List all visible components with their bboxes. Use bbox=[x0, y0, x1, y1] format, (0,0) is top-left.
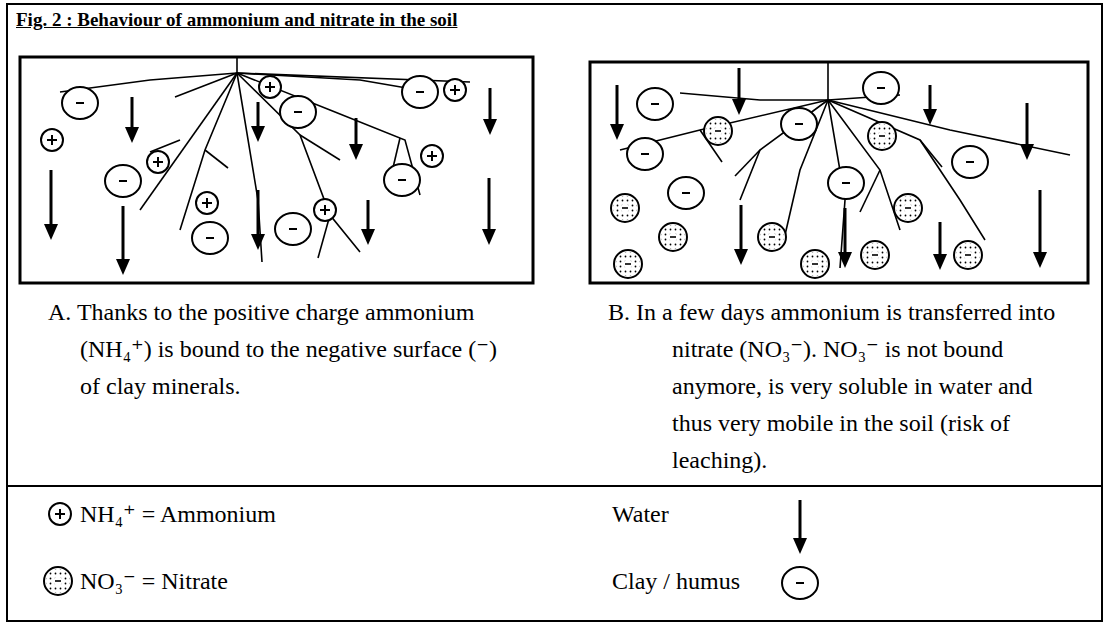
water-arrow bbox=[939, 222, 942, 258]
water-arrow bbox=[367, 200, 370, 233]
nitrate-ion bbox=[659, 223, 687, 251]
legend-sample bbox=[782, 567, 818, 599]
clay-particle bbox=[402, 76, 438, 108]
outer-frame bbox=[7, 4, 1102, 621]
nitrate-ion bbox=[614, 250, 642, 278]
soil-panel bbox=[590, 62, 1088, 283]
ammonium-ion bbox=[421, 145, 443, 167]
legend-divider bbox=[7, 485, 1102, 487]
clay-particle bbox=[627, 138, 663, 170]
root-line bbox=[237, 73, 360, 252]
nitrate-ion bbox=[704, 117, 732, 145]
clay-particle bbox=[668, 177, 704, 209]
legend-samples bbox=[44, 500, 818, 599]
legend-label: NO₃⁻ = Nitrate bbox=[80, 566, 228, 596]
nitrate-ion bbox=[954, 241, 982, 269]
nitrate-ion bbox=[611, 194, 639, 222]
water-arrows bbox=[617, 68, 1040, 258]
legend-sample bbox=[44, 567, 72, 595]
clay-particle bbox=[384, 164, 420, 196]
water-arrow bbox=[929, 85, 932, 113]
clay-particle bbox=[781, 108, 817, 140]
ammonium-ion bbox=[444, 79, 466, 101]
ammonium-ion bbox=[259, 76, 281, 98]
root-lines bbox=[60, 58, 470, 262]
water-arrow bbox=[1026, 103, 1029, 148]
root-line bbox=[828, 100, 1070, 155]
root-line bbox=[735, 150, 760, 176]
root-lines bbox=[620, 63, 1070, 268]
root-line bbox=[920, 140, 942, 167]
water-arrow bbox=[740, 205, 743, 253]
water-arrow bbox=[489, 88, 492, 123]
legend-label: Water bbox=[612, 499, 669, 529]
ammonium-ion bbox=[41, 129, 63, 151]
root-line bbox=[237, 73, 420, 195]
root-line bbox=[680, 93, 828, 100]
water-arrow bbox=[50, 170, 53, 228]
clay-particle bbox=[637, 88, 673, 120]
root-line bbox=[180, 73, 237, 230]
water-arrow bbox=[122, 206, 125, 263]
clay-particle bbox=[62, 87, 98, 119]
panel-caption: B. In a few days ammonium is transferred… bbox=[608, 294, 1070, 479]
water-arrow bbox=[1039, 190, 1042, 256]
nitrate-ion bbox=[894, 194, 922, 222]
root-line bbox=[205, 150, 228, 168]
ammonium-ion bbox=[147, 151, 169, 173]
panel-caption: A. Thanks to the positive charge ammoniu… bbox=[48, 294, 518, 405]
water-arrow bbox=[257, 102, 260, 130]
legend-label: Clay / humus bbox=[612, 566, 740, 596]
ammonium-ions bbox=[41, 76, 466, 221]
legend-sample bbox=[49, 503, 71, 525]
water-arrow bbox=[738, 68, 741, 103]
nitrate-ion bbox=[861, 241, 889, 269]
root-line bbox=[237, 73, 262, 262]
legend-sample bbox=[799, 500, 802, 542]
nitrate-ion bbox=[868, 122, 896, 150]
ammonium-ion bbox=[314, 199, 336, 221]
water-arrow bbox=[131, 97, 134, 131]
clay-particle bbox=[105, 165, 141, 197]
nitrate-ion bbox=[758, 223, 786, 251]
clay-particle bbox=[828, 167, 864, 199]
root-line bbox=[236, 58, 238, 73]
root-line bbox=[828, 100, 900, 230]
soil-panel bbox=[20, 57, 533, 283]
nitrate-ions bbox=[611, 117, 982, 278]
water-arrows bbox=[51, 88, 490, 263]
root-line bbox=[740, 100, 828, 200]
figure-title: Fig. 2 : Behaviour of ammonium and nitra… bbox=[16, 8, 457, 32]
clay-particle bbox=[863, 72, 899, 104]
ammonium-ion bbox=[196, 192, 218, 214]
clay-particle bbox=[275, 213, 311, 245]
root-line bbox=[140, 73, 237, 210]
root-line bbox=[827, 63, 829, 100]
clay-particles bbox=[62, 76, 438, 254]
water-arrow bbox=[844, 208, 847, 256]
water-arrow bbox=[488, 178, 491, 233]
clay-particle bbox=[952, 146, 988, 178]
root-line bbox=[300, 135, 340, 160]
clay-particle bbox=[280, 96, 316, 128]
nitrate-ion bbox=[801, 250, 829, 278]
water-arrow bbox=[257, 190, 260, 238]
root-line bbox=[150, 140, 180, 152]
water-arrow bbox=[616, 85, 619, 128]
legend-label: NH₄⁺ = Ammonium bbox=[80, 499, 276, 529]
clay-particle bbox=[192, 222, 228, 254]
clay-particles bbox=[627, 72, 988, 209]
water-arrow bbox=[355, 118, 358, 148]
